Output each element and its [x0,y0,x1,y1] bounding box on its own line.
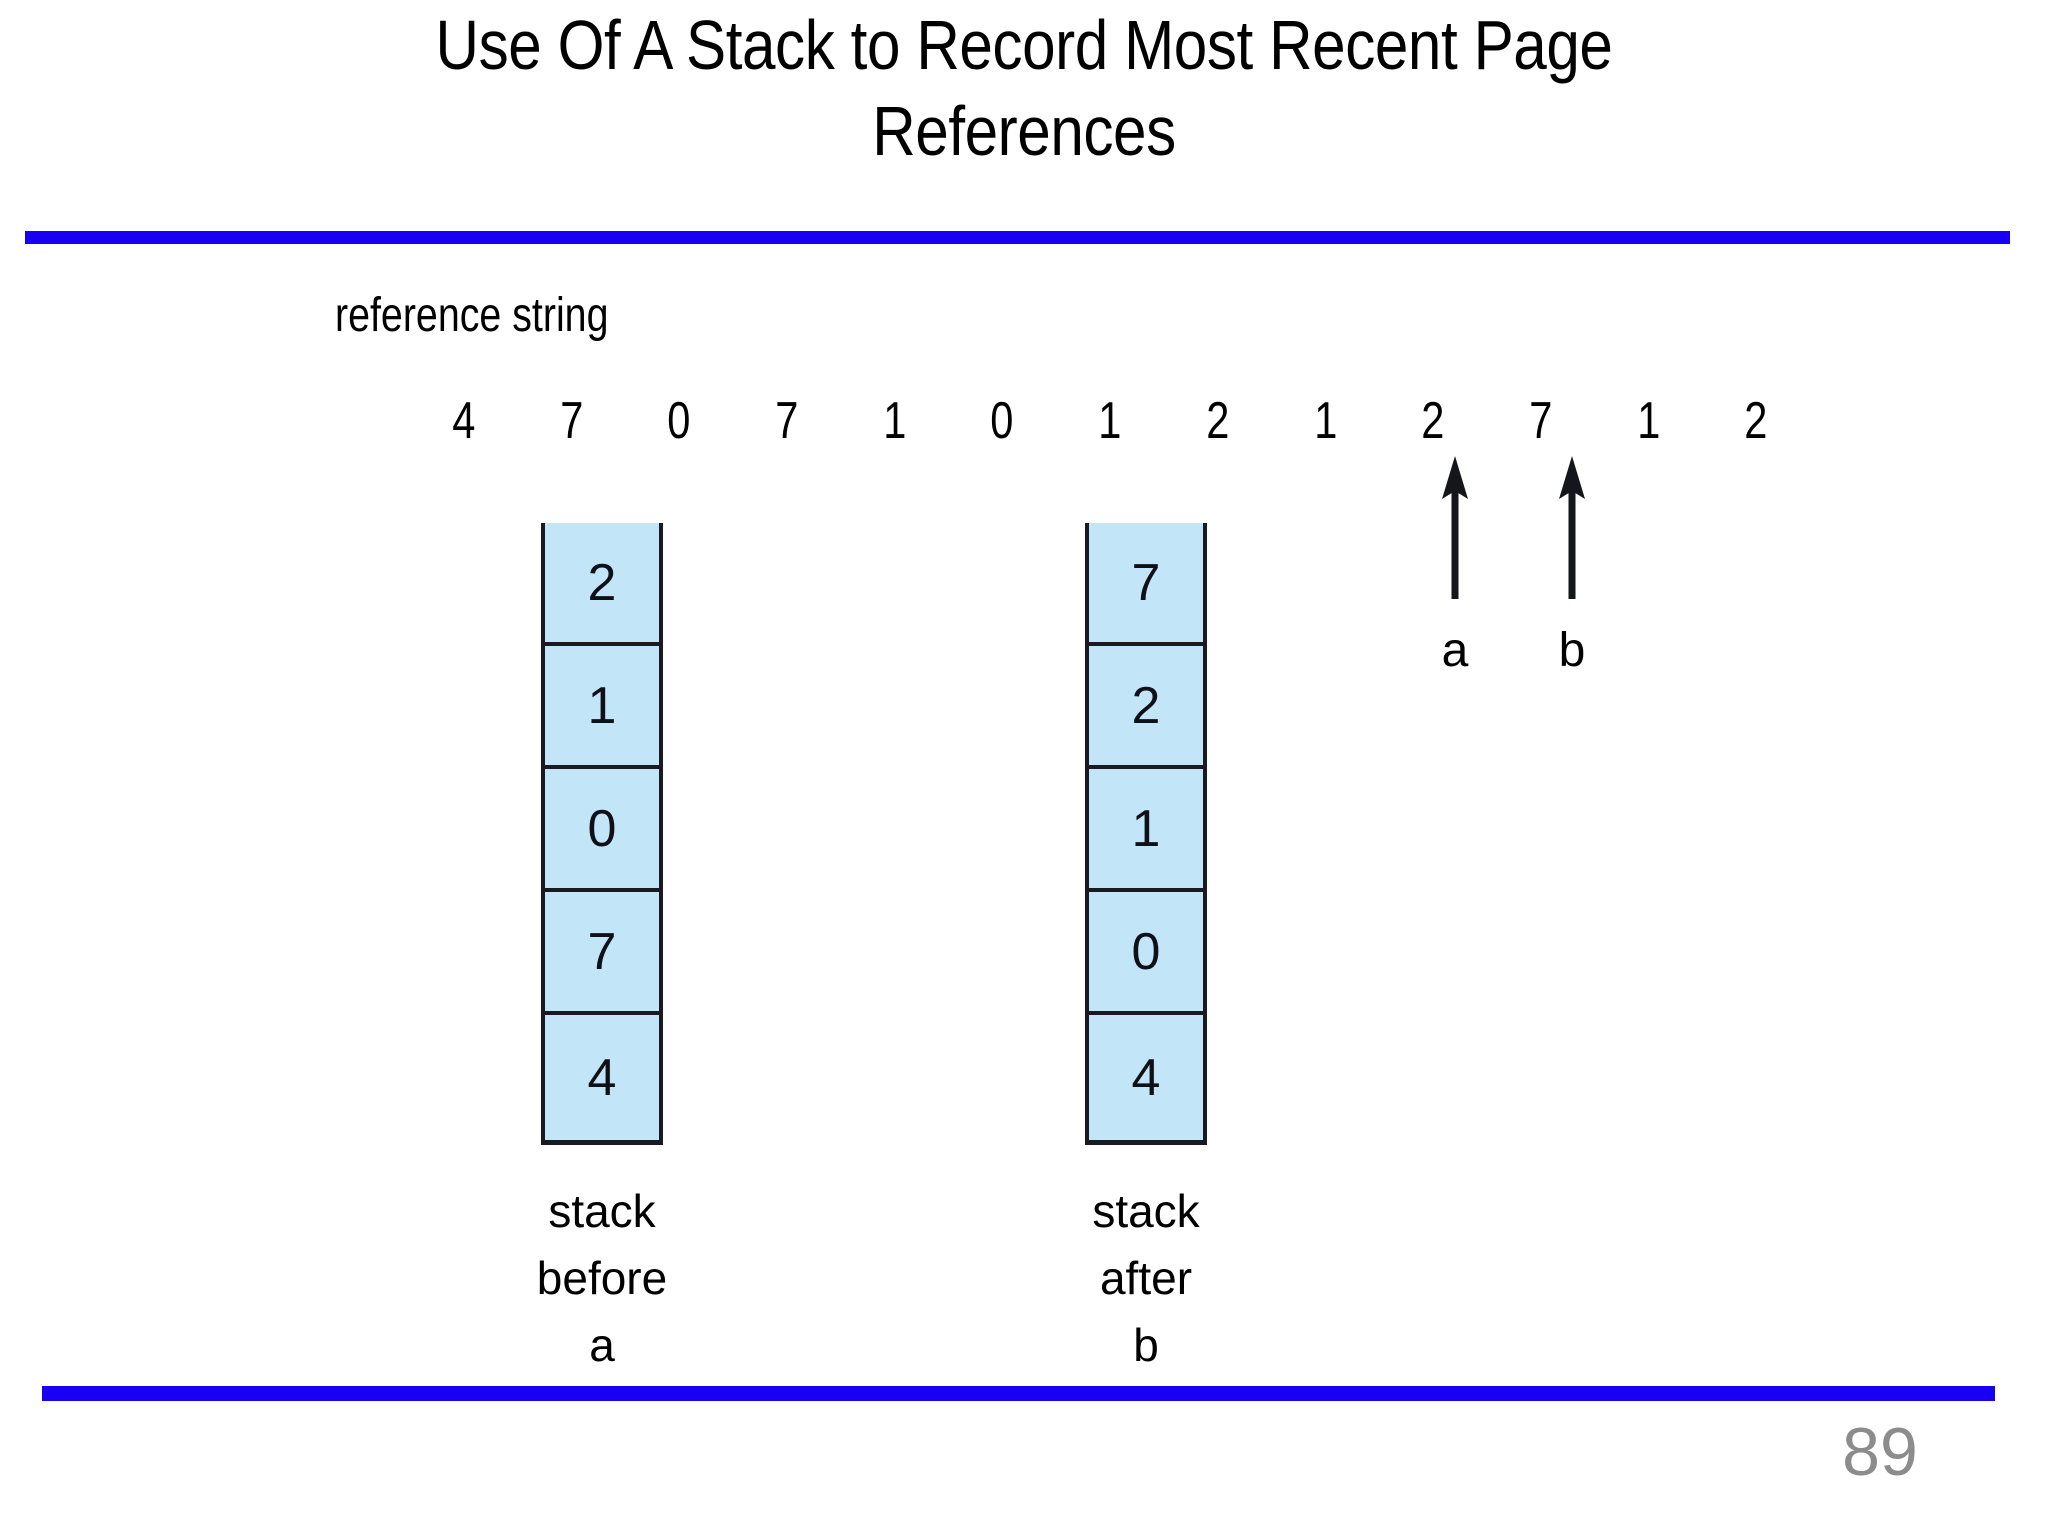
stack-before-caption: stack before a [536,1185,668,1371]
up-arrow-icon [1442,456,1468,599]
page-number: 89 [1842,1414,1918,1490]
stack-cell: 2 [1089,646,1203,769]
reference-digit: 1 [883,392,907,450]
reference-digit: 1 [1098,392,1122,450]
reference-digit: 7 [775,392,799,450]
stack-cell: 1 [1089,769,1203,892]
stack-cell: 7 [545,892,659,1015]
stack-cell: 0 [1089,892,1203,1015]
reference-string-row: 4 7 0 7 1 0 1 2 1 2 7 1 2 [410,390,1810,460]
reference-digit: 4 [452,392,476,450]
reference-digit: 2 [1206,392,1230,450]
reference-digit: 7 [1529,392,1553,450]
stack-cell: 1 [545,646,659,769]
footer-divider-rule [42,1386,1995,1401]
reference-digit: 1 [1313,392,1337,450]
marker-a: a [1410,455,1500,676]
stack-cell: 7 [1089,523,1203,646]
stack-before-a: 2 1 0 7 4 [541,523,663,1145]
reference-digit: 7 [559,392,584,450]
marker-b-label: b [1558,624,1586,677]
stack-cell: 0 [545,769,659,892]
up-arrow-icon [1559,456,1585,599]
page-title: Use Of A Stack to Record Most Recent Pag… [435,6,1613,170]
stack-cell: 4 [1089,1015,1203,1140]
stack-after-b: 7 2 1 0 4 [1085,523,1207,1145]
reference-digit: 0 [667,392,691,450]
reference-string-label: reference string [335,289,609,342]
reference-digit: 2 [1421,392,1445,450]
stack-cell: 4 [545,1015,659,1140]
marker-b: b [1527,455,1617,676]
header-divider-rule [25,231,2010,244]
reference-digit: 2 [1744,392,1768,450]
reference-digit: 0 [990,392,1014,450]
reference-digit: 1 [1636,392,1660,450]
marker-a-label: a [1441,624,1469,677]
stack-after-caption: stack after b [1092,1185,1200,1371]
stack-cell: 2 [545,523,659,646]
